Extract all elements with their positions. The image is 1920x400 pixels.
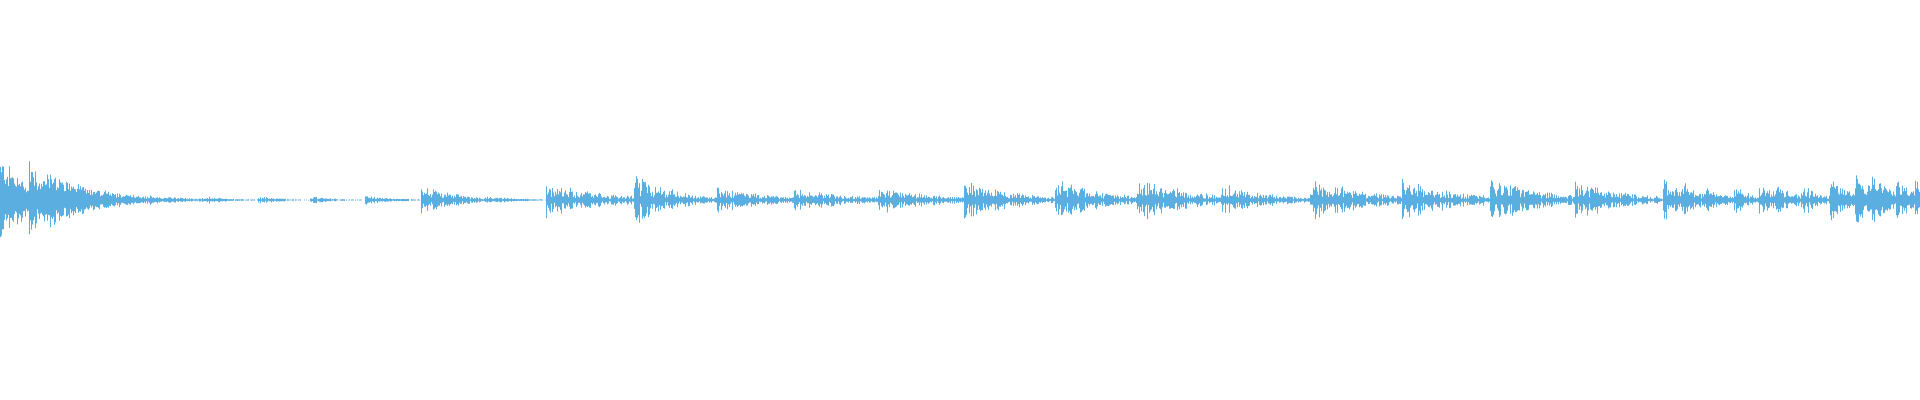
waveform-path: [0, 161, 1920, 238]
waveform-samples: [0, 161, 1920, 238]
